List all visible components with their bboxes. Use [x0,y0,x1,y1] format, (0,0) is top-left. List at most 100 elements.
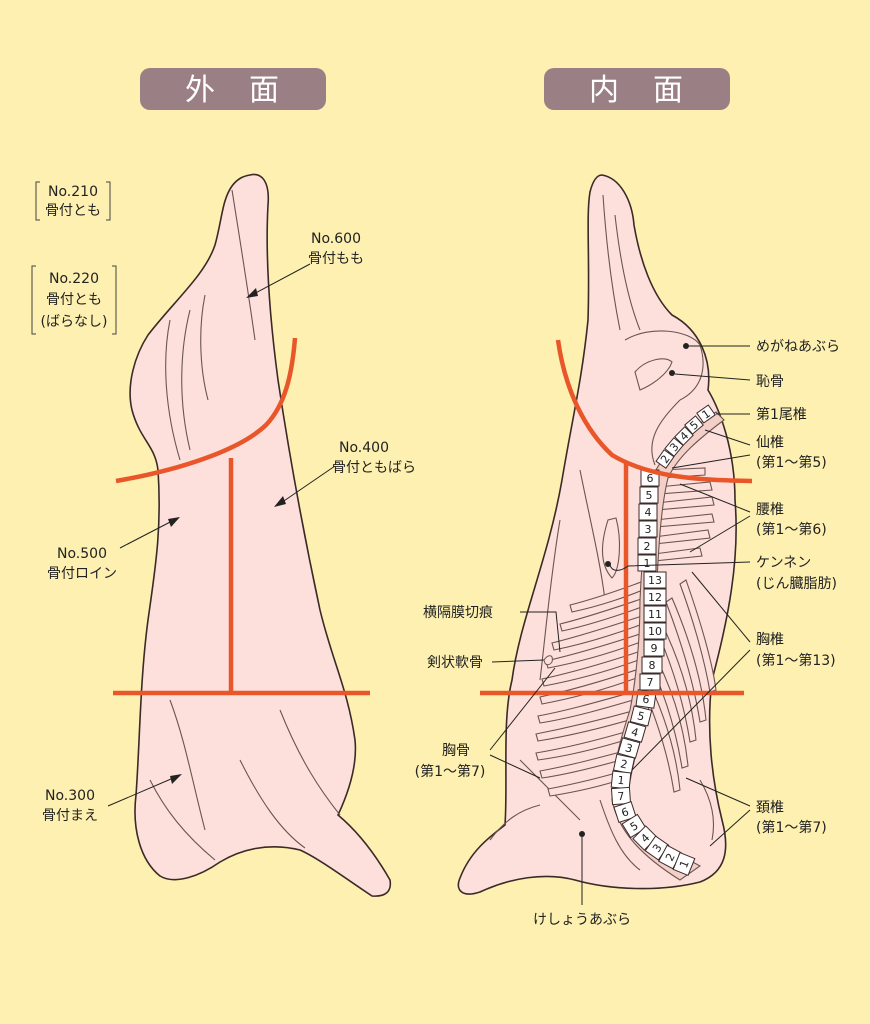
rib [653,619,697,743]
inner-detail-line [602,194,621,331]
chikotsu-leader [674,373,751,381]
cervical-vertebrae: 7 6 5 4 3 2 1 [610,786,696,876]
vertebra-label: 2 [619,757,629,771]
outer-detail-line [200,294,209,401]
outer-detail-line [231,189,256,341]
rib [545,631,647,669]
keitsui-leader-bottom [709,809,751,847]
xiphoid-cartilage [543,655,553,666]
vertebra-label: 5 [646,489,653,502]
no220-bracket-left [31,265,36,335]
no600-arrowhead [246,288,258,298]
no300-code: No.300 [45,788,95,804]
no300-arrowhead [170,774,182,784]
vertebra-box [672,852,696,876]
outer-detail-line [279,709,341,816]
vertebra-box [610,786,632,806]
rib [539,749,629,779]
label-sentsui: 仙椎 [756,435,784,451]
no220-bracket-right [112,265,117,335]
yotsui-leader-bottom [689,515,751,553]
kesho-dot [579,831,585,837]
outer-carcass [113,173,392,897]
label-biitsui: 第1尾椎 [756,406,807,423]
label-kennen: ケンネン [756,555,811,571]
label-kyotsui: 胸椎 [756,632,784,648]
megane-dot [683,343,689,349]
no400-arrowhead [274,496,286,507]
vertebra-label: 4 [630,725,640,739]
vertebra-label: 8 [649,659,656,672]
inner-labels: めがねあぶら 恥骨 第1尾椎 仙椎 (第1～第5) 腰椎 (第1～第6) ケンネ… [415,339,840,928]
vertebra-label: 2 [644,540,651,553]
no400-name: 骨付ともばら [332,460,416,476]
vertebra-label: 4 [645,506,652,519]
thoracic-vertebrae: 13 12 11 10 9 8 7 6 5 4 3 2 1 [610,571,667,790]
rib [547,769,627,797]
label-keitsui-range: (第1～第7) [756,819,827,836]
no220-name: 骨付とも [46,292,102,308]
rib [535,709,637,742]
vertebra-label: 10 [648,625,662,638]
lumbar-vertebrae: 6 5 4 3 2 1 [637,469,660,572]
inner-carcass-outline [457,174,737,895]
vertebra-label: 7 [647,676,654,689]
vertebra-box [629,705,653,727]
label-chikotsu: 恥骨 [756,374,784,390]
inner-cut-hind-curve [555,339,753,484]
vertebra-box [674,426,694,446]
vertebra-box [623,721,647,743]
vertebra-box [639,486,659,504]
label-kennen-note: (じん臓脂肪) [756,576,837,592]
pubis-leader-curve [651,399,681,466]
vertebra-box [643,622,667,640]
label-sentsui-range: (第1～第5) [756,454,827,471]
rib [541,649,645,687]
label-megane: めがねあぶら [756,339,840,355]
kyotsui-leader-bottom [631,649,751,771]
outer-labels: No.210 骨付とも No.220 骨付とも (ばらなし) No.600 骨付… [31,181,416,824]
outer-detail-line [181,309,191,451]
kyokotsu-leader-bottom [489,754,541,779]
header-outer-text: 外 面 [185,73,281,108]
vertebra-label: 11 [648,608,662,621]
no210-name: 骨付とも [45,203,101,219]
inner-detail-line [599,799,641,871]
kidney-fat-outline [601,517,620,579]
no600-code: No.600 [311,231,361,247]
header-inner-text: 内 面 [589,73,685,108]
vertebra-box [643,588,667,606]
vertebra-label: 5 [636,709,646,723]
label-keitsui: 頚椎 [756,800,784,816]
outer-detail-line [165,319,181,461]
inner-detail-line [614,214,641,331]
vertebra-box [684,415,704,435]
no300-leader [107,775,179,807]
vertebra-box [613,800,637,824]
pelvis-outline [624,330,704,401]
vertebra-box [637,554,657,572]
vertebra-label: 3 [624,741,634,755]
kyotsui-leader-top [691,571,751,643]
vertebra-box [639,673,661,691]
label-yotsui: 腰椎 [756,502,784,518]
vertebra-label: 3 [645,523,652,536]
label-oukaku: 横隔膜切痕 [423,605,493,621]
rib [569,577,653,613]
rib [537,689,641,724]
vertebra-label: 1 [677,859,692,870]
header-outer-pill [140,68,326,110]
no220-code: No.220 [49,271,99,287]
vertebra-label: 6 [642,693,651,707]
vertebra-box [664,437,684,457]
no210-bracket-left [35,181,40,221]
no500-name: 骨付ロイン [47,566,117,582]
vertebra-box [638,520,658,538]
no500-leader [119,518,177,549]
vertebra-label: 7 [617,790,625,803]
sentsui-leader-top [704,429,751,446]
no400-code: No.400 [339,440,389,456]
chikotsu-dot [669,370,675,376]
header-outer: 外 面 [140,68,326,110]
